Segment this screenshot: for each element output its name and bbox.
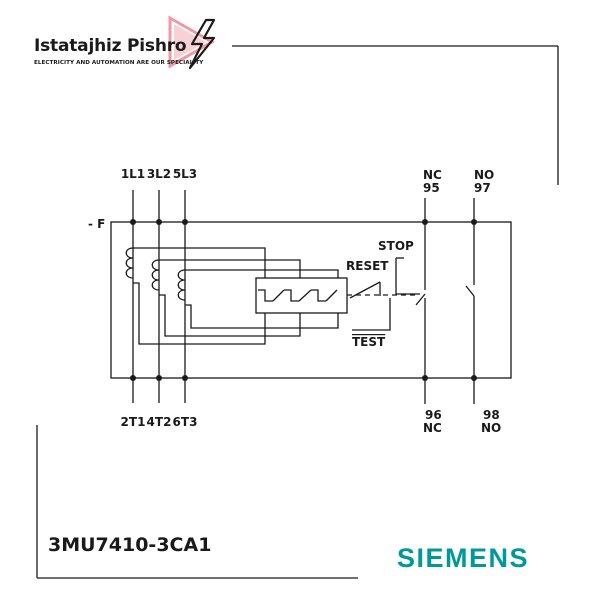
terminal-dot bbox=[130, 219, 136, 225]
bimetal-link-2 bbox=[298, 289, 312, 302]
manufacturer-logo: SIEMENS bbox=[397, 543, 530, 573]
stop-actuator bbox=[395, 258, 420, 295]
no-bottom-number-label: 98 bbox=[483, 408, 500, 422]
bimetal-element-3 bbox=[311, 289, 326, 302]
terminal-dot bbox=[156, 219, 162, 225]
nc-top-type-label: NC bbox=[423, 168, 442, 182]
wire-coil1-bottom bbox=[133, 282, 266, 345]
no-bottom-type-label: NO bbox=[481, 421, 501, 435]
bimetal-element-2 bbox=[284, 289, 299, 302]
terminal-dot bbox=[182, 219, 188, 225]
terminal-label-bottom-3: 6T3 bbox=[173, 415, 198, 429]
device-boundary-box bbox=[110, 221, 512, 379]
brand-tagline: ELECTRICITY AND AUTOMATION ARE OUR SPECI… bbox=[34, 60, 204, 66]
terminal-dot bbox=[156, 375, 162, 381]
terminal-dot bbox=[422, 219, 428, 225]
play-lightning-logo-icon bbox=[168, 15, 216, 70]
bimetal-link-1 bbox=[272, 289, 285, 302]
terminal-dot bbox=[471, 219, 477, 225]
terminal-dot bbox=[422, 375, 428, 381]
product-model: 3MU7410-3CA1 bbox=[48, 534, 212, 556]
no-top-number-label: 97 bbox=[474, 181, 491, 195]
terminal-label-top-2: 3L2 bbox=[147, 167, 171, 181]
no-contact-blade bbox=[465, 285, 475, 297]
bimetal-element-1 bbox=[258, 289, 273, 302]
wire-coil2-top bbox=[159, 259, 301, 278]
nc-contact-blade bbox=[415, 293, 426, 306]
wire-coil3-bottom bbox=[185, 304, 339, 329]
wire-coil3-top bbox=[185, 269, 339, 278]
no-top-type-label: NO bbox=[474, 168, 494, 182]
terminal-dots bbox=[130, 219, 477, 381]
test-label: TEST bbox=[352, 335, 386, 349]
test-actuator bbox=[352, 298, 391, 331]
reset-label: RESET bbox=[346, 259, 389, 273]
nc-top-number-label: 95 bbox=[423, 181, 440, 195]
nc-bottom-number-label: 96 bbox=[425, 408, 442, 422]
reset-lever bbox=[349, 281, 381, 299]
terminal-label-bottom-2: 4T2 bbox=[147, 415, 172, 429]
terminal-dot bbox=[130, 375, 136, 381]
brand-name: Istatajhiz Pishro bbox=[34, 36, 187, 56]
wire-coil2-bottom bbox=[159, 294, 301, 337]
terminal-label-bottom-1: 2T1 bbox=[121, 415, 146, 429]
heater-coil-3 bbox=[177, 269, 186, 301]
brand-logo: Istatajhiz Pishro ELECTRICITY AND AUTOMA… bbox=[34, 14, 234, 78]
bimetal-link-3 bbox=[325, 289, 338, 302]
nc-bottom-type-label: NC bbox=[423, 421, 442, 435]
wire-coil1-top bbox=[133, 247, 266, 278]
terminal-dot bbox=[471, 375, 477, 381]
terminal-label-top-1: 1L1 bbox=[121, 167, 145, 181]
heater-coil-1 bbox=[125, 247, 134, 279]
device-tag-label: - F bbox=[88, 217, 105, 231]
heater-coil-2 bbox=[151, 259, 160, 291]
terminal-label-top-3: 5L3 bbox=[173, 167, 197, 181]
stop-label: STOP bbox=[378, 239, 414, 253]
terminal-dot bbox=[182, 375, 188, 381]
bimetal-mechanism-box bbox=[255, 277, 348, 314]
